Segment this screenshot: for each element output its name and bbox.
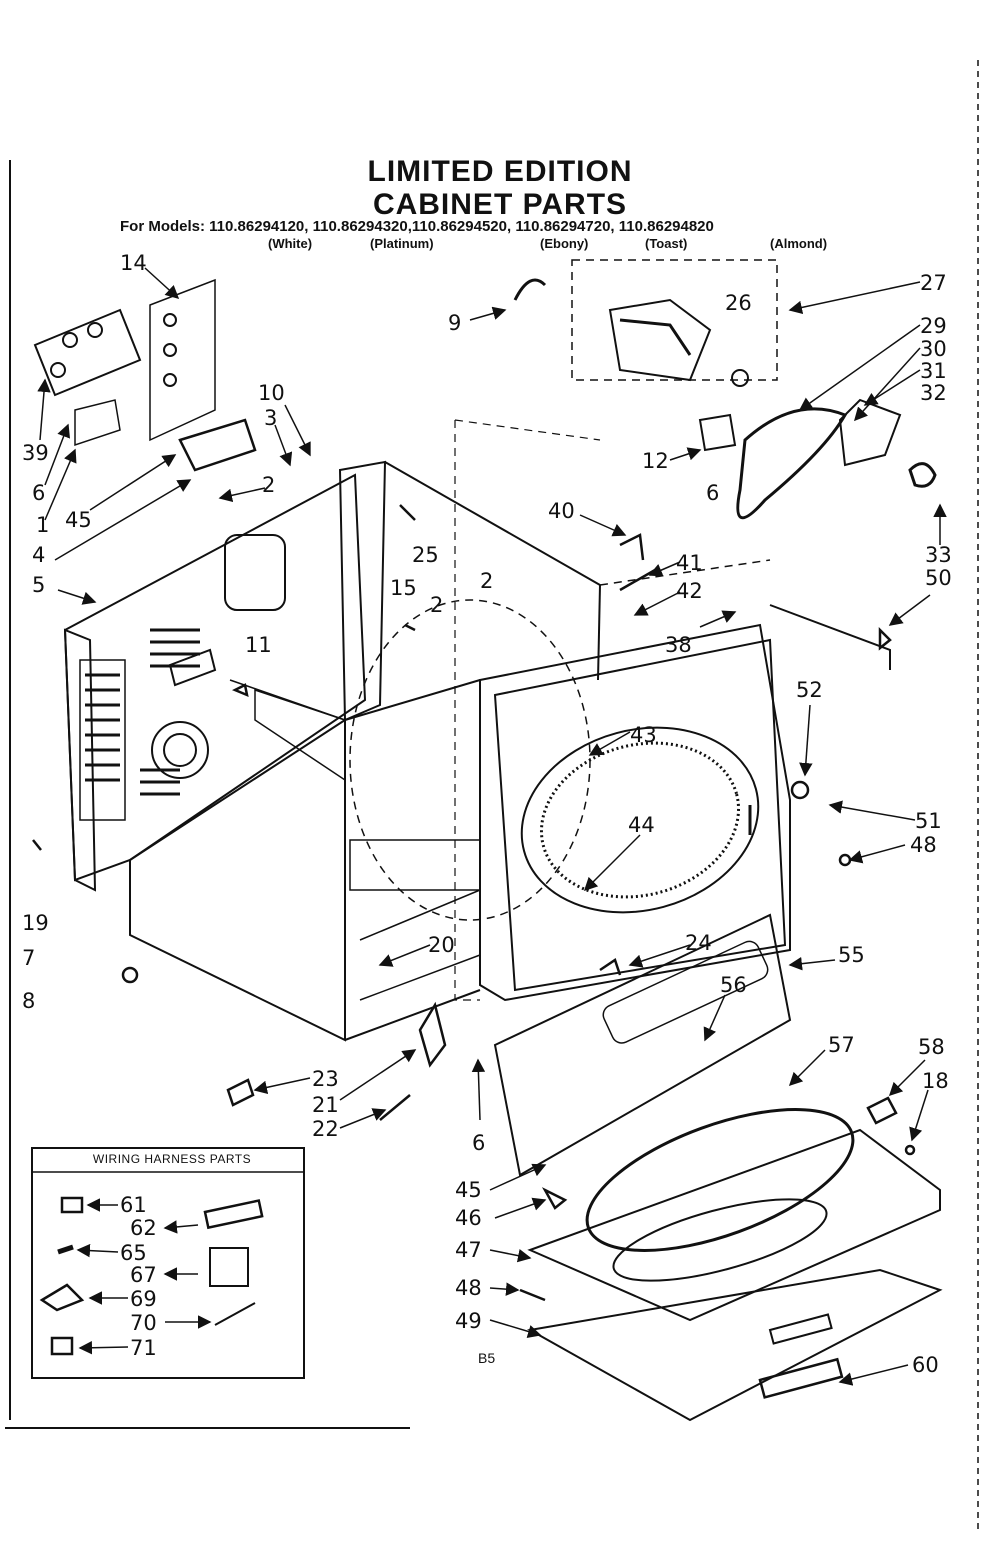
color-platinum: (Platinum) bbox=[370, 236, 434, 251]
door-assembly bbox=[527, 1108, 943, 1422]
callout-55: 55 bbox=[838, 943, 865, 967]
callout-38: 38 bbox=[665, 633, 692, 657]
callout-62: 62 bbox=[130, 1216, 157, 1240]
callout-48: 48 bbox=[910, 833, 937, 857]
callout-50: 50 bbox=[925, 566, 952, 590]
callout-57: 57 bbox=[828, 1033, 855, 1057]
leader-lines bbox=[37, 267, 947, 1386]
callout-15: 15 bbox=[390, 576, 417, 600]
callout-42: 42 bbox=[676, 579, 703, 603]
cabinet-body bbox=[129, 460, 601, 1042]
callout-58: 58 bbox=[918, 1035, 945, 1059]
callout-30: 30 bbox=[920, 337, 947, 361]
callout-31: 31 bbox=[920, 359, 947, 383]
color-ebony: (Ebony) bbox=[540, 236, 589, 251]
callout-20: 20 bbox=[428, 933, 455, 957]
callout-60: 60 bbox=[912, 1353, 939, 1377]
wiring-harness-title: WIRING HARNESS PARTS bbox=[92, 1152, 252, 1166]
callout-22: 22 bbox=[312, 1117, 339, 1141]
callout-6: 6 bbox=[706, 481, 719, 505]
callout-9: 9 bbox=[448, 311, 461, 335]
callout-18: 18 bbox=[922, 1069, 949, 1093]
callout-67: 67 bbox=[130, 1263, 157, 1287]
motor-assembly bbox=[513, 259, 778, 387]
callout-49: 49 bbox=[455, 1309, 482, 1333]
callout-26: 26 bbox=[725, 291, 752, 315]
diagram-title-line1: LIMITED EDITION bbox=[367, 155, 633, 188]
callout-56: 56 bbox=[720, 973, 747, 997]
callout-19: 19 bbox=[22, 911, 49, 935]
callout-51: 51 bbox=[915, 809, 942, 833]
figure-code: B5 bbox=[478, 1350, 496, 1366]
callout-1: 1 bbox=[36, 513, 49, 537]
model-numbers: 110.86294120, 110.86294320,110.86294520,… bbox=[209, 218, 714, 235]
callout-43: 43 bbox=[630, 723, 657, 747]
top-panel bbox=[599, 559, 891, 670]
callout-11: 11 bbox=[245, 633, 272, 657]
color-white: (White) bbox=[268, 236, 313, 251]
callout-69: 69 bbox=[130, 1287, 157, 1311]
callout-33: 33 bbox=[925, 543, 952, 567]
callout-21: 21 bbox=[312, 1093, 339, 1117]
diagram-title-line2: CABINET PARTS bbox=[372, 188, 628, 221]
callout-45: 45 bbox=[65, 508, 92, 532]
model-prefix: For Models: bbox=[120, 218, 205, 235]
callout-6: 6 bbox=[32, 481, 45, 505]
color-toast: (Toast) bbox=[645, 236, 688, 251]
callout-12: 12 bbox=[642, 449, 669, 473]
callout-61: 61 bbox=[120, 1193, 147, 1217]
control-bracket bbox=[33, 278, 257, 472]
callout-52: 52 bbox=[796, 678, 823, 702]
callout-2: 2 bbox=[480, 569, 493, 593]
callout-10: 10 bbox=[258, 381, 285, 405]
callout-40: 40 bbox=[548, 499, 575, 523]
callout-71: 71 bbox=[130, 1336, 157, 1360]
callout-65: 65 bbox=[120, 1241, 147, 1265]
callout-41: 41 bbox=[676, 551, 703, 575]
callout-23: 23 bbox=[312, 1067, 339, 1091]
model-list: For Models: 110.86294120, 110.86294320,1… bbox=[120, 218, 714, 235]
callout-8: 8 bbox=[22, 989, 35, 1013]
callout-25: 25 bbox=[412, 543, 439, 567]
callout-39: 39 bbox=[22, 441, 49, 465]
callout-3: 3 bbox=[264, 406, 277, 430]
toe-panel bbox=[493, 913, 792, 1177]
callout-4: 4 bbox=[32, 543, 45, 567]
callout-14: 14 bbox=[120, 251, 147, 275]
callout-47: 47 bbox=[455, 1238, 482, 1262]
callout-45: 45 bbox=[455, 1178, 482, 1202]
callout-44: 44 bbox=[628, 813, 655, 837]
callout-70: 70 bbox=[130, 1311, 157, 1335]
callout-2: 2 bbox=[262, 473, 275, 497]
small-hardware bbox=[32, 504, 916, 1302]
callout-6: 6 bbox=[472, 1131, 485, 1155]
callout-29: 29 bbox=[920, 314, 947, 338]
rear-panel bbox=[63, 473, 367, 892]
callout-numbers: 14 39 6 1 45 10 3 2 4 5 25 2 15 2 11 19 … bbox=[22, 251, 952, 1377]
belt-and-idler bbox=[698, 398, 937, 520]
callout-46: 46 bbox=[455, 1206, 482, 1230]
callout-27: 27 bbox=[920, 271, 947, 295]
callout-2: 2 bbox=[430, 593, 443, 617]
front-panel bbox=[479, 623, 791, 1002]
callout-7: 7 bbox=[22, 946, 35, 970]
color-almond: (Almond) bbox=[770, 236, 828, 251]
callout-48: 48 bbox=[455, 1276, 482, 1300]
callout-5: 5 bbox=[32, 573, 45, 597]
dashed-outline bbox=[454, 419, 601, 441]
callout-32: 32 bbox=[920, 381, 947, 405]
callout-24: 24 bbox=[685, 931, 712, 955]
dashed-outline bbox=[454, 420, 480, 1001]
wiring-harness-box bbox=[31, 1147, 305, 1379]
